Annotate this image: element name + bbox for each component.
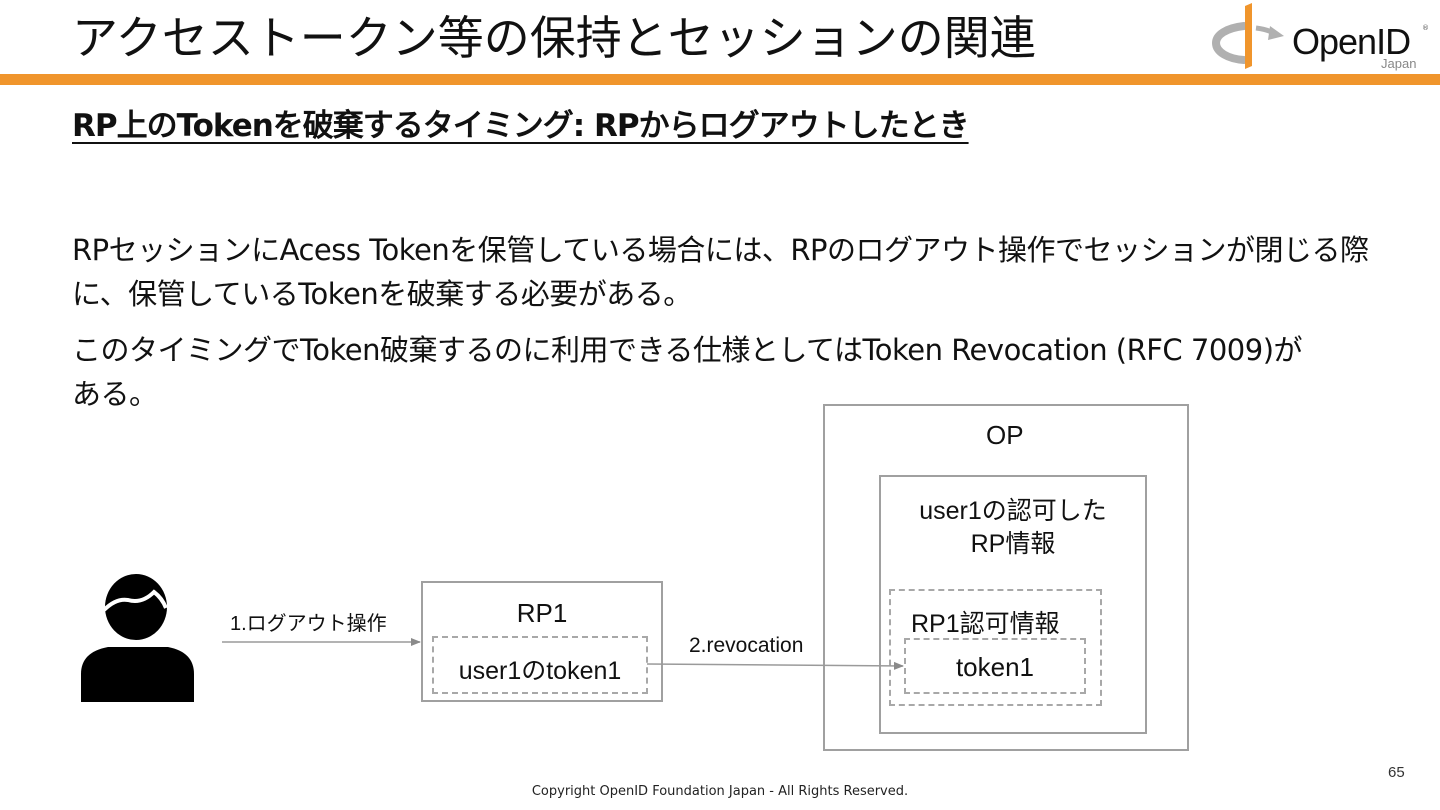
page-number: 65: [1388, 764, 1405, 781]
op-rp-info-label-line2: RP情報: [970, 530, 1056, 558]
rp1-token-label: user1のtoken1: [458, 657, 622, 685]
body-text: RPセッションにAcess Tokenを保管している場合には、RPのログアウト操…: [72, 228, 1372, 428]
logo-registered-mark: ®: [1422, 24, 1429, 32]
revocation-arrow-label: 2.revocation: [689, 634, 804, 657]
slide-subtitle: RP上のTokenを破棄するタイミング: RPからログアウトしたとき: [72, 108, 970, 144]
logo-wordmark: OpenID: [1292, 21, 1411, 62]
revocation-arrow: [646, 661, 904, 670]
rp1-label: RP1: [516, 598, 568, 628]
rp1-auth-info-label: RP1認可情報: [911, 610, 1060, 638]
op-rp-info-label-line1: user1の認可した: [919, 497, 1107, 525]
title-accent-bar: [0, 74, 1440, 85]
openid-logo: OpenID ® Japan: [1212, 2, 1432, 72]
paragraph-1: RPセッションにAcess Tokenを保管している場合には、RPのログアウト操…: [72, 233, 1369, 311]
slide-title: アクセストークン等の保持とセッションの関連: [72, 11, 1036, 65]
rp1-token-box: [432, 636, 648, 694]
openid-mark-icon: [1212, 3, 1284, 69]
op-label: OP: [986, 420, 1024, 450]
logout-arrow-label: 1.ログアウト操作: [230, 613, 387, 635]
copyright-footer: Copyright OpenID Foundation Japan - All …: [531, 784, 909, 799]
op-token-label: token1: [955, 652, 1035, 682]
op-token-box: [904, 638, 1086, 694]
user-silhouette-icon: [81, 574, 194, 702]
paragraph-2: このタイミングでToken破棄するのに利用できる仕様としてはToken Revo…: [72, 333, 1303, 411]
logo-japan-label: Japan: [1381, 56, 1417, 71]
